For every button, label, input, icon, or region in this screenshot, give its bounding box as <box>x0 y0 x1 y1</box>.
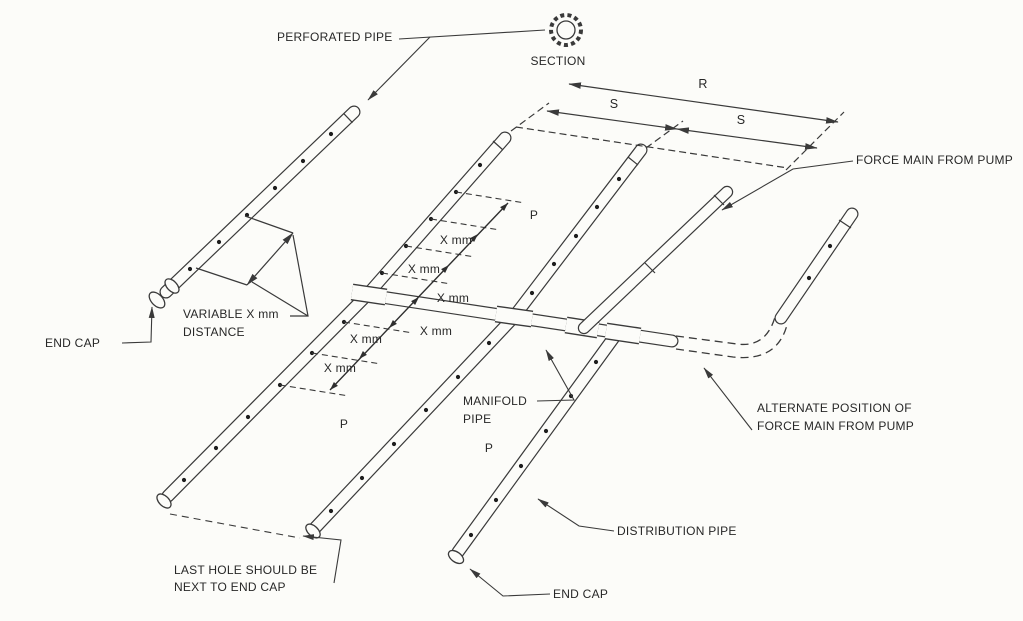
label-distribution-pipe: DISTRIBUTION PIPE <box>617 524 737 538</box>
hole-dot <box>529 290 535 296</box>
end-alignment-dashed <box>169 513 301 539</box>
hole-dot <box>216 239 222 245</box>
variable-distance-bracket <box>195 215 309 317</box>
distribution-pipe-lateral-3 <box>451 329 622 559</box>
hole-dot <box>187 266 193 272</box>
hole-dot <box>593 359 599 365</box>
end-cap-ellipse <box>447 549 465 565</box>
dimension-r <box>568 82 839 124</box>
hole-dot <box>181 477 187 483</box>
label-end-cap-upper: END CAP <box>45 336 100 350</box>
hole-dot <box>493 497 499 503</box>
label-perforated-pipe: PERFORATED PIPE <box>277 30 393 44</box>
hole-dot <box>468 532 474 538</box>
dim-label-xmm-4: X mm <box>420 324 452 338</box>
hole-spacing-dimension-chain <box>279 191 526 397</box>
hole-dot <box>359 475 365 481</box>
hole-dot <box>486 340 492 346</box>
dim-label-xmm-5: X mm <box>350 332 382 346</box>
hole-dot <box>391 441 397 447</box>
hole-dot <box>245 414 251 420</box>
callout-leaders <box>121 29 854 597</box>
dim-label-s2: S <box>737 113 746 127</box>
dimension-s2 <box>676 127 818 150</box>
hole-dot <box>827 243 833 249</box>
chain-arrowheads <box>330 203 508 390</box>
perforated-pipe-standalone <box>159 105 361 299</box>
label-section: SECTION <box>530 54 585 68</box>
pipe-section-symbol <box>549 13 583 47</box>
label-alternate-1: ALTERNATE POSITION OF <box>757 401 912 415</box>
label-variable-distance-2: DISTANCE <box>183 325 245 339</box>
leader-perforated-pipe-section <box>398 29 546 40</box>
label-alternate-2: FORCE MAIN FROM PUMP <box>757 419 914 433</box>
leader-perforated-pipe <box>367 36 431 101</box>
pipe-label-p3: P <box>485 441 493 455</box>
label-manifold-2: PIPE <box>463 412 491 426</box>
label-force-main: FORCE MAIN FROM PUMP <box>856 153 1013 167</box>
hole-dot <box>328 131 334 137</box>
hole-dot <box>300 158 306 164</box>
end-cap-ellipse <box>148 291 166 309</box>
extension-line <box>785 111 845 171</box>
hole-dot <box>616 176 622 182</box>
label-end-cap-lower: END CAP <box>553 587 608 601</box>
hole-dot <box>806 275 812 281</box>
hole-dot <box>272 185 278 191</box>
rs-dimensions <box>510 82 845 171</box>
end-caps <box>148 278 465 565</box>
label-last-hole-1: LAST HOLE SHOULD BE <box>174 563 317 577</box>
label-last-hole-2: NEXT TO END CAP <box>174 580 286 594</box>
leader-last-hole <box>302 534 342 584</box>
hole-dot <box>518 463 524 469</box>
hole-dot <box>594 204 600 210</box>
dim-label-r: R <box>698 77 707 91</box>
hole-dot <box>551 261 557 267</box>
extension-line <box>645 120 684 149</box>
chain-dimension-line <box>329 202 509 391</box>
label-manifold-1: MANIFOLD <box>463 394 527 408</box>
dim-label-xmm-1: X mm <box>440 233 472 247</box>
pipe-couplings <box>343 112 852 274</box>
pipe-label-p1: P <box>530 208 538 222</box>
pipe-label-p2: P <box>340 417 348 431</box>
dim-label-xmm-6: X mm <box>324 361 356 375</box>
hole-dot <box>477 162 483 168</box>
text-labels: PERFORATED PIPE SECTION R S S FORCE MAIN… <box>45 30 1013 601</box>
dimension-s1 <box>546 109 678 131</box>
extension-line <box>510 102 550 132</box>
leader-end-cap-upper <box>121 306 155 344</box>
manifold-fittings <box>350 283 642 345</box>
hole-dot <box>423 407 429 413</box>
leader-end-cap-lower <box>469 568 551 597</box>
dim-label-xmm-3: X mm <box>437 291 469 305</box>
leader-distribution <box>537 498 615 532</box>
leader-alternate <box>703 367 753 431</box>
hole-dot <box>455 374 461 380</box>
dim-label-s1: S <box>610 97 619 111</box>
hole-dot <box>573 233 579 239</box>
end-cap-ellipse <box>164 278 180 294</box>
alternate-force-main-riser <box>774 207 859 325</box>
leader-force-main <box>721 160 854 211</box>
label-variable-distance-1: VARIABLE X mm <box>183 307 279 321</box>
hole-dot <box>213 445 219 451</box>
force-main-stub <box>577 185 734 335</box>
dim-label-xmm-2: X mm <box>408 262 440 276</box>
alternate-force-main-dashed <box>675 316 788 359</box>
end-cap-ellipse <box>156 493 172 509</box>
hole-dot <box>328 508 334 514</box>
leader-manifold <box>536 349 575 402</box>
alignment-line <box>515 126 789 169</box>
hole-dot <box>543 428 549 434</box>
